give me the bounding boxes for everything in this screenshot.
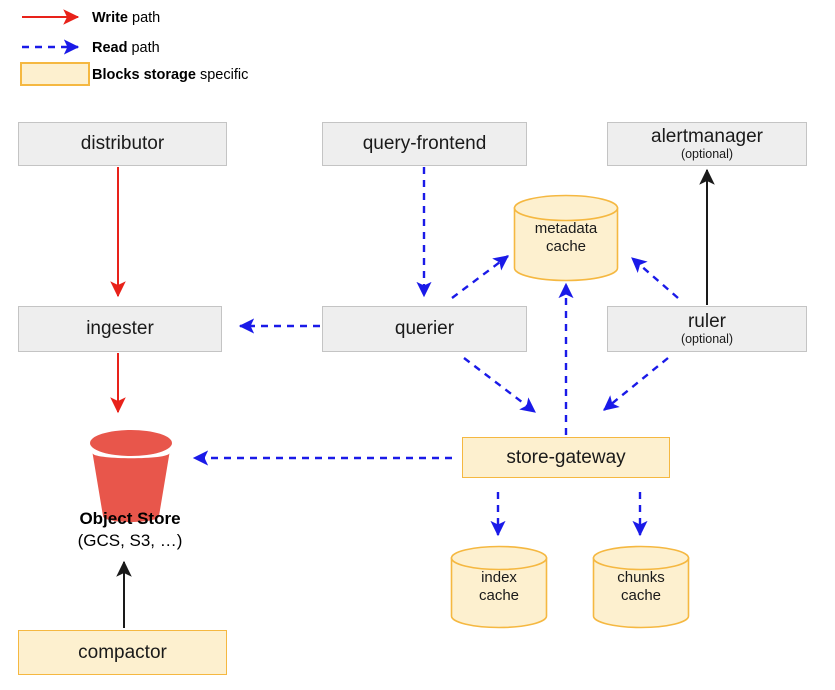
legend-item-write-path: Write path [92, 7, 160, 29]
object-store-icon-group[interactable] [75, 420, 187, 532]
edge-ruler-to-store-gateway [603, 357, 669, 411]
node-store-gateway[interactable]: store-gateway [462, 437, 670, 478]
cache-index-line1: index [481, 568, 517, 586]
legend-blocks-storage-label: Blocks storage specific [92, 68, 248, 83]
node-querier-label: querier [394, 318, 455, 340]
node-alertmanager-label: alertmanager [651, 125, 763, 147]
cache-chunks[interactable]: chunks cache [592, 545, 690, 629]
cache-chunks-text: chunks cache [592, 545, 690, 629]
legend-write-path-rest: path [128, 9, 161, 26]
cache-metadata-line1: metadata [534, 219, 598, 237]
legend-blocks-storage-bold: Blocks storage [92, 66, 196, 83]
node-ruler[interactable]: ruler (optional) [607, 306, 807, 352]
legend-blocks-swatch [20, 62, 90, 86]
legend-read-path-label: Read path [92, 41, 160, 56]
legend-item-read-path: Read path [92, 37, 160, 59]
cache-chunks-line2: cache [620, 587, 662, 604]
cylinder-shape-metadata [513, 194, 619, 282]
node-ingester[interactable]: ingester [18, 306, 222, 352]
legend-read-path-rest: path [127, 39, 160, 56]
object-store-caption: Object Store (GCS, S3, …) [30, 508, 230, 552]
node-ruler-label: ruler [687, 310, 726, 332]
legend-blocks-storage-rest: specific [195, 66, 249, 83]
legend-write-path-bold: Write [92, 9, 128, 26]
cylinder-shape-index [450, 545, 548, 629]
node-ingester-label: ingester [86, 318, 154, 340]
cache-metadata-text: metadata cache [513, 194, 619, 282]
object-store-title: Object Store [79, 509, 181, 528]
cache-index-text: index cache [450, 545, 548, 629]
cache-index[interactable]: index cache [450, 545, 548, 629]
node-ruler-sublabel: (optional) [680, 331, 734, 346]
legend-read-path-bold: Read [92, 39, 128, 56]
edge-ruler-to-metadata-cache [631, 257, 679, 299]
cache-metadata-line2: cache [545, 238, 587, 255]
node-distributor-label: distributor [80, 133, 165, 155]
bucket-icon [90, 430, 172, 522]
node-alertmanager-sublabel: (optional) [680, 146, 734, 161]
node-compactor[interactable]: compactor [18, 630, 227, 675]
cache-metadata[interactable]: metadata cache [513, 194, 619, 282]
node-query-frontend[interactable]: query-frontend [322, 122, 527, 166]
cylinder-shape-chunks [592, 545, 690, 629]
object-store-subtitle: (GCS, S3, …) [77, 531, 183, 551]
node-store-gateway-label: store-gateway [506, 446, 626, 468]
node-distributor[interactable]: distributor [18, 122, 227, 166]
edge-querier-to-metadata-cache [451, 255, 509, 299]
node-compactor-label: compactor [78, 641, 167, 663]
node-alertmanager[interactable]: alertmanager (optional) [607, 122, 807, 166]
edge-querier-to-store-gateway [463, 357, 536, 413]
cache-chunks-line1: chunks [617, 568, 665, 586]
legend-item-blocks-storage: Blocks storage specific [92, 64, 248, 86]
node-querier[interactable]: querier [322, 306, 527, 352]
legend-write-path-label: Write path [92, 11, 160, 26]
node-query-frontend-label: query-frontend [362, 133, 487, 155]
cache-index-line2: cache [478, 587, 520, 604]
